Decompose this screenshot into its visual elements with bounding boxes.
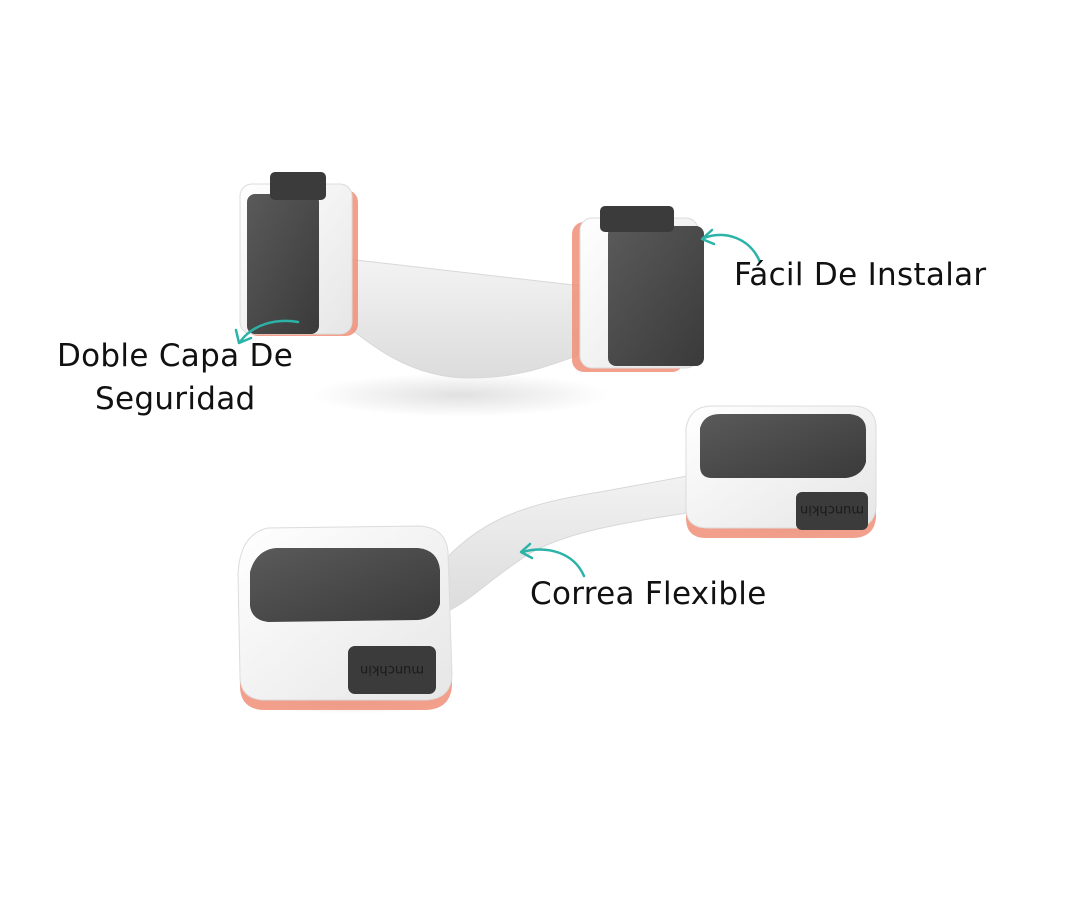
brand-mark: munchkin: [360, 662, 424, 677]
grip-pad-left-top: [247, 194, 319, 334]
release-button: [270, 172, 326, 200]
bottom-strap: [419, 469, 741, 611]
grip-pad-right-bottom: [700, 414, 866, 478]
grip-pad-left-bottom: [250, 548, 440, 622]
label-flexible-strap: Correa Flexible: [530, 576, 767, 612]
release-button: [600, 206, 674, 232]
release-button: [796, 492, 868, 530]
brand-mark: munchkin: [800, 502, 864, 517]
grip-pad-right-top: [608, 226, 704, 366]
curved-arrow-icon: [519, 542, 586, 578]
top-strap: [337, 257, 601, 379]
curved-arrow-icon: [234, 319, 300, 345]
label-double-layer-line1: Doble Capa De: [57, 338, 294, 374]
curved-arrow-icon: [700, 228, 762, 264]
release-button: [348, 646, 436, 694]
top-lock: [239, 172, 704, 417]
bottom-lock: munchkin munchkin: [237, 405, 880, 714]
label-double-layer-line2: Seguridad: [95, 381, 256, 417]
label-easy-install: Fácil De Instalar: [734, 257, 987, 293]
